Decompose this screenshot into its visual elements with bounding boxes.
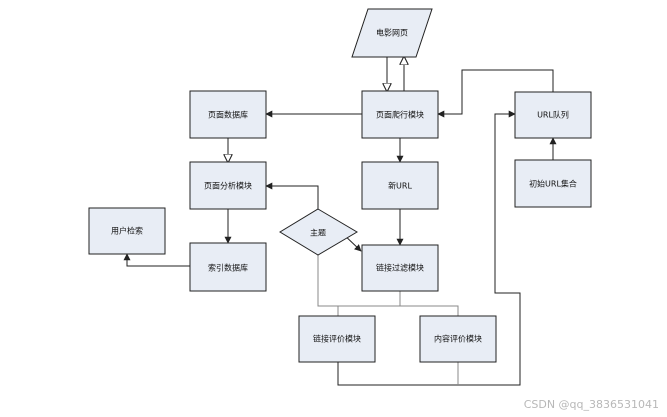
label-link-filter: 链接过滤模块	[376, 263, 424, 273]
watermark: CSDN @qq_3836531041	[523, 398, 659, 411]
label-content-eval: 内容评价模块	[434, 334, 482, 344]
node-index-db-shape	[189, 242, 267, 292]
labels: 电影网页 页面爬行模块 页面数据库 页面分析模块 用户检索 索引数据库 新URL…	[111, 28, 577, 344]
edge-filter-branch	[337, 291, 401, 316]
node-crawl-module-shape	[361, 90, 439, 139]
branch-lines	[317, 255, 459, 385]
label-page-db: 页面数据库	[208, 110, 248, 120]
label-topic: 主题	[310, 228, 326, 238]
label-page-analysis: 页面分析模块	[204, 181, 252, 191]
node-seed-urls-shape	[514, 159, 592, 208]
node-link-filter-shape	[361, 244, 439, 292]
node-page-analysis-shape	[189, 161, 267, 210]
edge-eval-to-queue	[337, 110, 521, 386]
edge-topic-to-analysis	[265, 182, 319, 210]
label-user-search: 用户检索	[111, 226, 143, 236]
node-web-pages-shape	[351, 8, 433, 58]
node-topic-shape	[279, 208, 358, 256]
nodes	[88, 8, 592, 363]
connectors	[123, 57, 557, 386]
edge-queue-to-crawl	[437, 69, 554, 118]
node-url-queue-shape	[514, 91, 592, 139]
label-url-queue: URL队列	[537, 110, 569, 120]
label-link-eval: 链接评价模块	[313, 334, 361, 344]
label-index-db: 索引数据库	[208, 263, 248, 273]
label-web-pages: 电影网页	[376, 28, 408, 38]
node-user-search-shape	[88, 207, 166, 255]
node-content-eval-shape	[419, 315, 497, 363]
edge-indexdb-to-user	[123, 253, 191, 267]
label-seed-urls: 初始URL集合	[529, 179, 577, 189]
node-link-eval-shape	[298, 315, 376, 363]
label-crawl-module: 页面爬行模块	[376, 110, 424, 120]
node-new-url-shape	[361, 161, 439, 210]
label-new-url: 新URL	[388, 181, 412, 191]
node-page-db-shape	[189, 90, 267, 139]
